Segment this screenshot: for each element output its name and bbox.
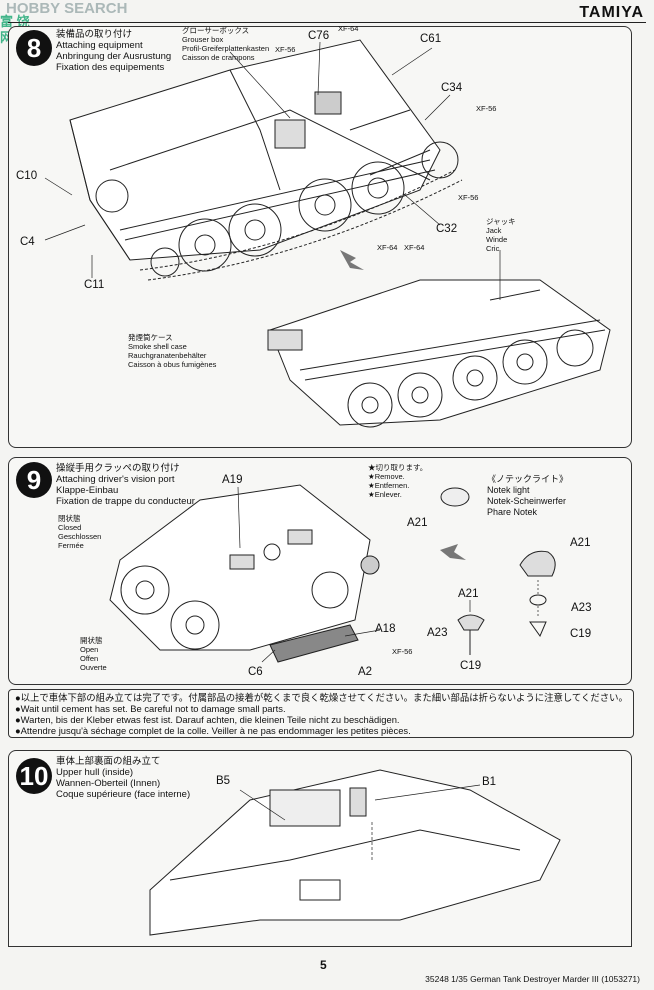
callout-fr: Cric bbox=[486, 244, 500, 253]
part-label: A23 bbox=[571, 602, 592, 614]
callout-ja: ジャッキ bbox=[486, 217, 516, 226]
paint-code: XF-56 bbox=[458, 193, 479, 202]
notes-box: ●以上で車体下部の組み立ては完了です。付属部品の接着が乾くまで良く乾燥させてくだ… bbox=[8, 689, 634, 738]
callout-ja: 発煙筒ケース bbox=[128, 333, 173, 342]
callout-en: Jack bbox=[486, 226, 502, 235]
note-de: ●Warten, bis der Kleber etwas fest ist. … bbox=[15, 714, 400, 725]
part-label: A2 bbox=[358, 666, 373, 678]
part-label: C19 bbox=[570, 628, 592, 640]
notek-fr: Phare Notek bbox=[487, 507, 538, 517]
header-rule bbox=[8, 22, 646, 23]
step-title: 車体上部裏面の組み立て Upper hull (inside) Wannen-O… bbox=[56, 756, 190, 800]
notek-en: Notek light bbox=[487, 485, 530, 495]
title-ja: 車体上部裏面の組み立て bbox=[56, 756, 161, 767]
part-label: A21 bbox=[458, 588, 479, 600]
title-ja: 操縦手用クラッペの取り付け bbox=[56, 463, 180, 474]
note-ja: ●以上で車体下部の組み立ては完了です。付属部品の接着が乾くまで良く乾燥させてくだ… bbox=[15, 692, 628, 703]
product-code: 35248 1/35 German Tank Destroyer Marder … bbox=[425, 974, 640, 984]
title-de: Anbringung der Ausrustung bbox=[56, 51, 172, 62]
step-number: 9 bbox=[16, 462, 52, 498]
open-ja: 開状態 bbox=[80, 636, 103, 645]
title-fr: Fixation de trappe du conducteur bbox=[56, 496, 195, 507]
closed-label: 閉状態 Closed Geschlossen Fermée bbox=[58, 514, 101, 550]
callout-en: Grouser box bbox=[182, 35, 224, 44]
notek-de: Notek-Scheinwerfer bbox=[487, 496, 567, 506]
part-label: C61 bbox=[420, 33, 442, 45]
step-title: 装備品の取り付け Attaching equipment Anbringung … bbox=[56, 29, 171, 73]
paint-code: XF-56 bbox=[392, 647, 413, 656]
callout-ja: グローサーボックス bbox=[182, 26, 250, 35]
paint-code: XF-56 bbox=[275, 45, 296, 54]
paint-code: XF-64 bbox=[404, 243, 425, 252]
part-label: A18 bbox=[375, 623, 396, 635]
remove-fr: ★Enlever. bbox=[368, 490, 402, 499]
title-fr: Fixation des equipements bbox=[56, 62, 165, 73]
callout-de: Rauchgranatenbehälter bbox=[128, 351, 207, 360]
callout-jack: ジャッキ Jack Winde Cric bbox=[486, 217, 516, 253]
callout-grouser-box: グローサーボックス Grouser box Profil-Greiferplat… bbox=[182, 26, 269, 62]
part-label: C6 bbox=[248, 666, 263, 678]
part-label: C11 bbox=[84, 279, 105, 291]
open-fr: Ouverte bbox=[80, 663, 107, 672]
part-label: A21 bbox=[407, 517, 428, 529]
part-label: B1 bbox=[482, 776, 497, 788]
part-label: C4 bbox=[20, 236, 35, 248]
title-fr: Coque supérieure (face interne) bbox=[56, 789, 191, 800]
note-en: ●Wait until cement has set. Be careful n… bbox=[15, 703, 286, 714]
closed-en: Closed bbox=[58, 523, 82, 532]
page-number: 5 bbox=[320, 958, 327, 972]
part-label: C32 bbox=[436, 223, 458, 235]
callout-fr: Caisson de crampons bbox=[182, 53, 255, 62]
paint-code: XF-64 bbox=[338, 24, 359, 33]
title-ja: 装備品の取り付け bbox=[56, 29, 133, 40]
callout-en: Smoke shell case bbox=[128, 342, 187, 351]
callout-de: Profil-Greiferplattenkasten bbox=[182, 44, 270, 53]
remove-ja: ★切り取ります。 bbox=[368, 463, 428, 472]
upper-hull-drawing bbox=[149, 769, 561, 936]
title-en: Attaching driver's vision port bbox=[56, 474, 175, 485]
part-label: A21 bbox=[570, 537, 591, 549]
notek-ja: 《ノテックライト》 bbox=[487, 474, 569, 484]
hull-drawing-detail bbox=[267, 250, 611, 428]
part-label: C19 bbox=[460, 660, 482, 672]
callout-de: Winde bbox=[486, 235, 508, 244]
part-label: C76 bbox=[308, 30, 330, 42]
closed-de: Geschlossen bbox=[58, 532, 102, 541]
title-de: Wannen-Oberteil (Innen) bbox=[56, 778, 161, 789]
paint-code: XF-56 bbox=[476, 104, 497, 113]
open-label: 開状態 Open Offen Ouverte bbox=[80, 636, 107, 672]
step-number: 8 bbox=[16, 30, 52, 66]
hull-drawing-step9 bbox=[109, 484, 381, 663]
remove-de: ★Entfernen. bbox=[368, 481, 410, 490]
callout-fr: Caisson à obus fumigènes bbox=[128, 360, 217, 369]
notek-light-drawing bbox=[440, 487, 556, 655]
note-fr: ●Attendre jusqu'à séchage complet de la … bbox=[15, 725, 411, 736]
part-label: C10 bbox=[16, 170, 38, 182]
paint-code: XF-64 bbox=[377, 243, 398, 252]
title-en: Upper hull (inside) bbox=[56, 767, 134, 778]
title-de: Klappe-Einbau bbox=[56, 485, 119, 496]
closed-ja: 閉状態 bbox=[58, 514, 81, 523]
part-label: C34 bbox=[441, 82, 463, 94]
watermark: HOBBY SEARCH bbox=[6, 0, 128, 17]
part-label: B5 bbox=[216, 775, 231, 787]
remove-label: ★切り取ります。 ★Remove. ★Entfernen. ★Enlever. bbox=[368, 463, 427, 499]
notek-label: 《ノテックライト》 Notek light Notek-Scheinwerfer… bbox=[487, 474, 568, 518]
step-title: 操縦手用クラッペの取り付け Attaching driver's vision … bbox=[56, 463, 195, 507]
step-number: 10 bbox=[16, 758, 52, 794]
part-label: A19 bbox=[222, 474, 243, 486]
open-de: Offen bbox=[80, 654, 99, 663]
brand-logo: TAMIYA bbox=[579, 4, 644, 21]
hull-drawing-main bbox=[69, 39, 463, 281]
part-label: A23 bbox=[427, 627, 448, 639]
open-en: Open bbox=[80, 645, 99, 654]
title-en: Attaching equipment bbox=[56, 40, 143, 51]
callout-smoke-shell: 発煙筒ケース Smoke shell case Rauchgranatenbeh… bbox=[128, 333, 216, 369]
closed-fr: Fermée bbox=[58, 541, 84, 550]
remove-en: ★Remove. bbox=[368, 472, 405, 481]
